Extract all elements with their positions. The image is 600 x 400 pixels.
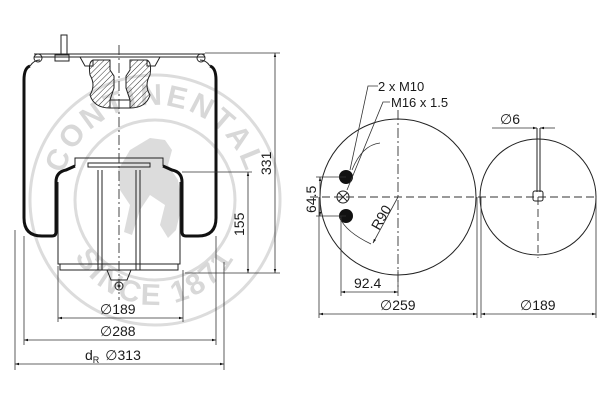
side-view-air-spring xyxy=(22,34,218,300)
bump-stop xyxy=(79,56,161,109)
callout-air-connection: M16 x 1.5 xyxy=(391,95,448,110)
top-plate-view: R90 2 x M10 M16 x 1.5 64.5 92.4 ∅259 xyxy=(303,79,482,318)
air-inlet-icon xyxy=(336,190,350,204)
dim-dia-piston: ∅189 xyxy=(100,301,136,317)
horse-logo-icon xyxy=(118,138,182,238)
piston-bottom-view: ∅6 ∅189 xyxy=(478,111,598,318)
dim-bolt-spacing: 64.5 xyxy=(303,186,319,213)
side-view-dimensions: 331 155 ∅189 ∅288 dR∅313 xyxy=(14,52,280,370)
mounting-stud xyxy=(54,34,70,62)
dim-dia-rolling: dR∅313 xyxy=(85,347,141,365)
dim-dia-bellow: ∅288 xyxy=(100,323,136,339)
drain-hole-icon xyxy=(532,190,544,202)
dim-height-total: 331 xyxy=(258,151,274,175)
dim-offset: 92.4 xyxy=(354,275,381,291)
dim-radius: R90 xyxy=(368,202,395,232)
dim-dia-plate: ∅259 xyxy=(380,297,416,313)
dim-dia-piston-bottom: ∅189 xyxy=(520,297,556,313)
watermark-bottom-text: SINCE 1871 xyxy=(69,242,242,312)
callout-bolts: 2 x M10 xyxy=(378,79,424,94)
dim-height-piston: 155 xyxy=(231,212,247,236)
continental-watermark: CONTINENTAL SINCE 1871 xyxy=(28,73,282,327)
dim-dia-pin: ∅6 xyxy=(500,111,520,127)
